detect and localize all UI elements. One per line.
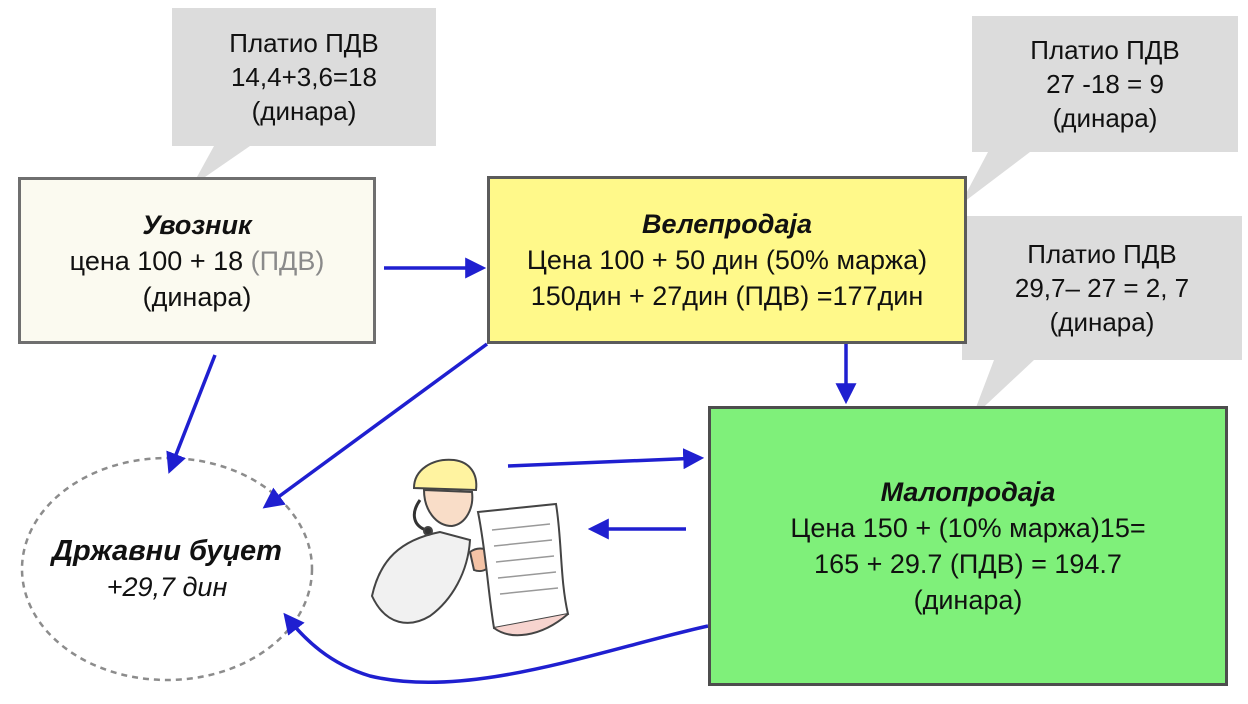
callout-wholesale-line2: 27 -18 = 9 [1046,69,1164,99]
arrow-retail-to-budget [283,612,709,685]
arrow-importer-to-budget [166,354,217,474]
callout-importer-line1: Платио ПДВ [229,28,379,58]
budget-amount: +29,7 дин [106,572,228,602]
callout-importer-vat: Платио ПДВ 14,4+3,6=18 (динара) [172,8,436,146]
importer-title: Увозник [142,209,252,240]
callout-importer-line3: (динара) [251,96,357,126]
retail-box: Малопродаја Цена 150 + (10% маржа)15= 16… [708,406,1228,686]
callout-retail-shape [962,216,1242,418]
callout-retail-line1: Платио ПДВ [1027,239,1177,269]
callout-importer-line2: 14,4+3,6=18 [230,62,378,92]
state-budget: Државни буџет +29,7 дин [22,458,312,680]
callout-retail-line3: (динара) [1049,307,1155,337]
callout-wholesale-line1: Платио ПДВ [1030,35,1180,65]
importer-vat-label: (ПДВ) [250,245,325,276]
callout-retail-vat: Платио ПДВ 29,7– 27 = 2, 7 (динара) [962,216,1242,360]
retail-unit: (динара) [913,585,1023,615]
callout-wholesale-vat: Платио ПДВ 27 -18 = 9 (динара) [972,16,1238,152]
wholesale-total-line: 150дин + 27дин (ПДВ) =177дин [530,281,924,311]
importer-price-line: цена 100 + 18 (ПДВ) [70,243,325,279]
retail-price-line: Цена 150 + (10% маржа)15= [790,513,1146,543]
retail-title: Малопродаја [880,477,1056,507]
importer-box: Увозник цена 100 + 18 (ПДВ) (динара) [18,177,376,344]
arrow-customer-to-retail [507,448,705,470]
callout-wholesale-shape [960,16,1238,205]
importer-price-text: цена 100 + 18 [69,245,251,276]
wholesale-title: Велепродаја [641,209,812,239]
person-reading-receipt-icon [370,458,570,637]
callout-importer-shape [172,8,436,186]
retail-total-line: 165 + 29.7 (ПДВ) = 194.7 [814,549,1122,579]
importer-unit: (динара) [142,281,252,312]
budget-title: Државни буџет [52,535,282,567]
wholesale-price-line: Цена 100 + 50 дин (50% маржа) [526,245,928,275]
arrow-wholesale-to-budget [262,342,489,509]
callout-wholesale-line3: (динара) [1052,103,1158,133]
callout-retail-line2: 29,7– 27 = 2, 7 [1014,273,1190,303]
wholesale-box: Велепродаја Цена 100 + 50 дин (50% маржа… [487,176,967,344]
